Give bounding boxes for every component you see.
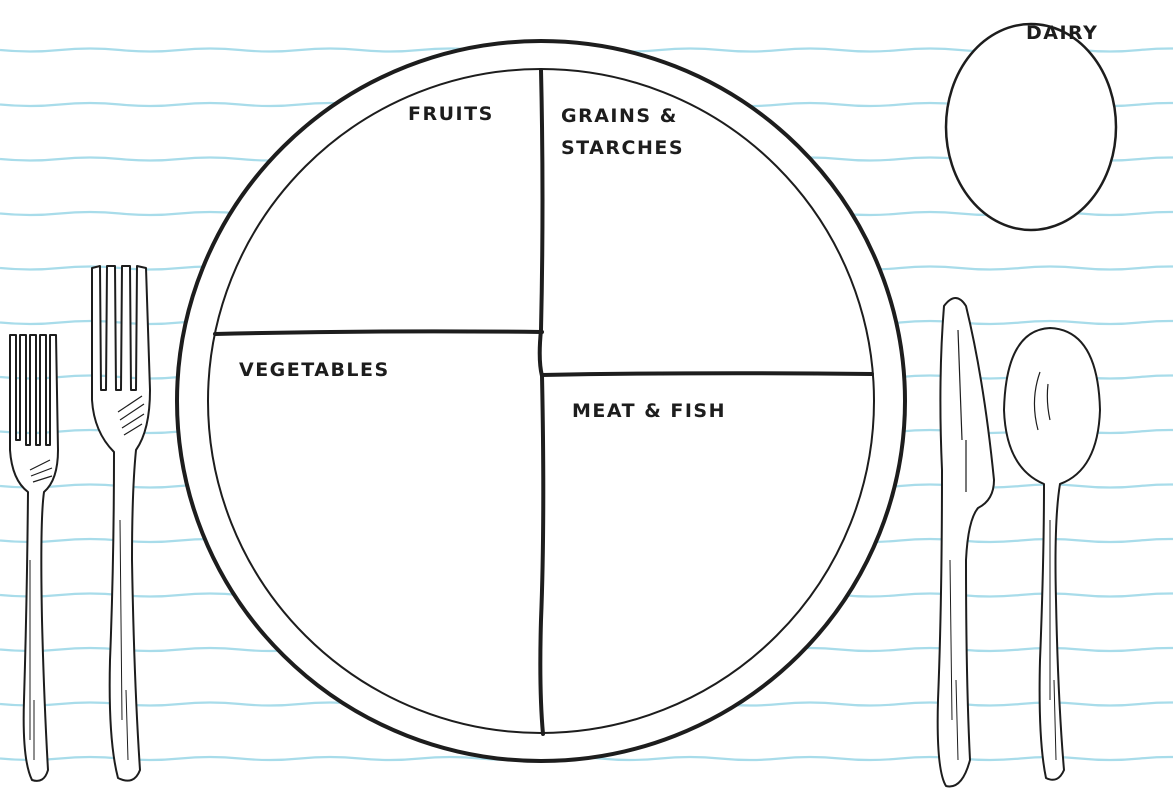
notebook-line	[0, 755, 1173, 762]
section-label-grains-line2: STARCHES	[561, 137, 685, 159]
section-label-grains-line1: GRAINS &	[561, 105, 678, 127]
main-plate	[175, 39, 907, 763]
section-label-fruits: FRUITS	[408, 103, 494, 125]
section-label-vegetables: VEGETABLES	[239, 359, 390, 381]
section-label-meat-fish: MEAT & FISH	[572, 400, 727, 422]
knife-icon	[936, 297, 995, 788]
divider-right	[540, 371, 874, 377]
large-fork-icon	[91, 265, 151, 782]
spoon-icon	[1003, 327, 1101, 781]
small-fork-icon	[9, 334, 59, 782]
dairy-label: DAIRY	[1026, 22, 1099, 44]
dairy-plate	[944, 22, 1118, 232]
divider-left	[213, 329, 544, 336]
